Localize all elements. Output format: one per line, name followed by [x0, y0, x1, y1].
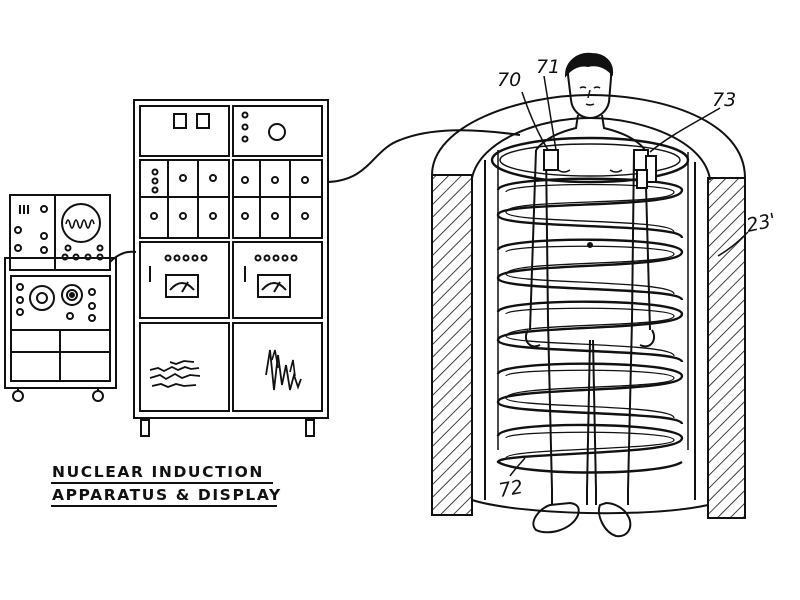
- small-console: [4, 194, 117, 402]
- ref-numeral-73: 73: [712, 89, 736, 111]
- ref-numeral-70: 70: [497, 69, 521, 91]
- caption-underline-2: [51, 505, 277, 507]
- caption-underline-1: [51, 482, 273, 484]
- signal-cable: [327, 129, 521, 183]
- leader-lines: [509, 75, 749, 477]
- caption-line-2: APPARATUS & DISPLAY: [52, 486, 282, 504]
- patient-figure: [524, 52, 656, 538]
- rf-coil: [490, 136, 690, 474]
- ref-numeral-72: 72: [497, 476, 525, 502]
- coil-terminals: [543, 149, 657, 189]
- ref-numeral-71: 71: [536, 56, 560, 78]
- main-cabinet: [133, 99, 329, 437]
- console-cable: [109, 250, 137, 263]
- caption-line-1: NUCLEAR INDUCTION: [52, 463, 264, 481]
- magnet-enclosure: [431, 93, 746, 519]
- ref-numeral-23: 23': [744, 209, 777, 237]
